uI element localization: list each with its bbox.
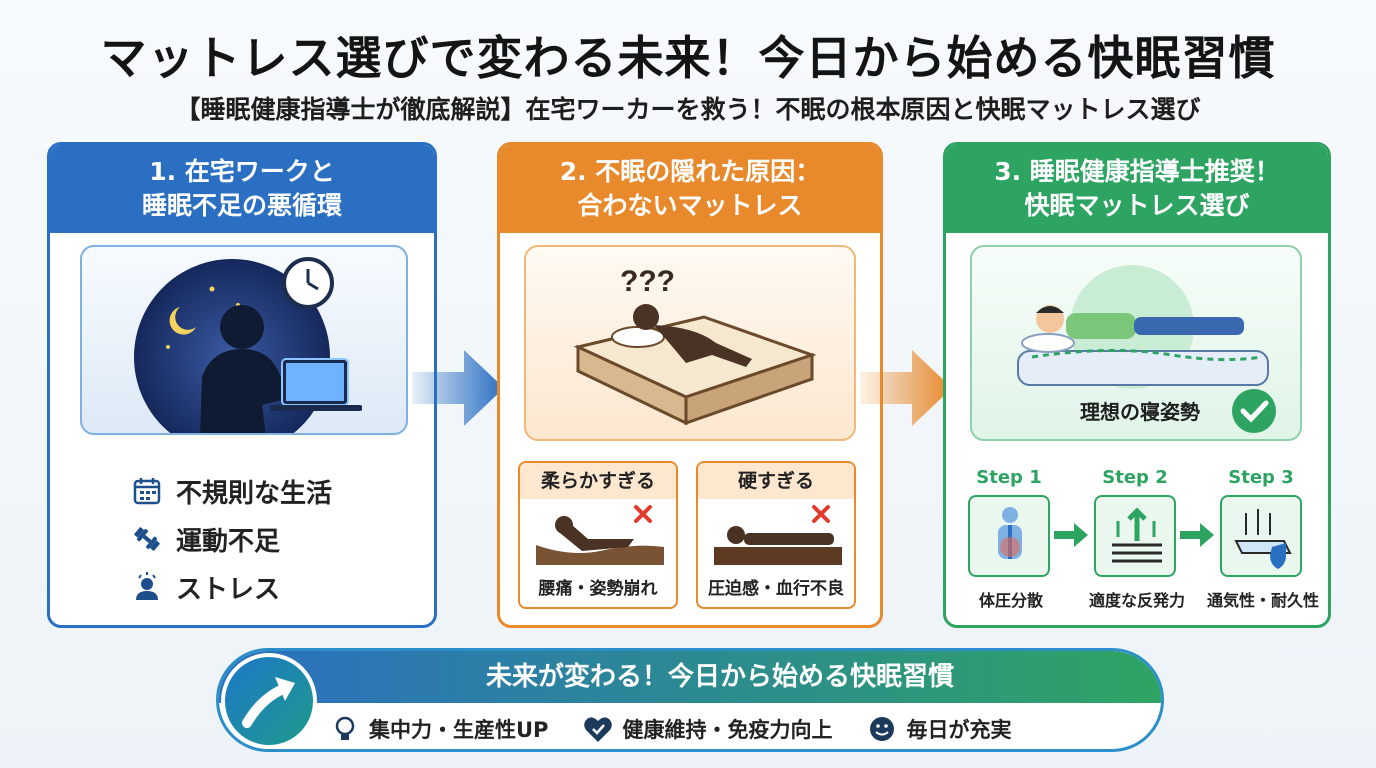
cross-icon xyxy=(634,505,652,523)
airflow-shield-icon xyxy=(1220,495,1302,577)
dumbbell-icon xyxy=(130,524,164,554)
benefit-item: 集中力・生産性UP xyxy=(329,714,548,744)
too-soft-caption: 腰痛・姿勢崩れ xyxy=(538,579,658,599)
list-item: 運動不足 xyxy=(130,515,332,563)
benefit-item: 健康維持・免疫力向上 xyxy=(582,714,832,744)
too-soft-illustration xyxy=(536,505,664,565)
panel-1-header: 1. 在宅ワークと 睡眠不足の悪循環 xyxy=(50,145,434,233)
panel-1-title-line1: 1. 在宅ワークと xyxy=(149,157,335,187)
panel-1-title-line2: 睡眠不足の悪循環 xyxy=(141,191,342,220)
pressure-distribution-icon xyxy=(968,495,1050,577)
list-item-label: 不規則な生活 xyxy=(176,478,333,509)
too-soft-title: 柔らかすぎる xyxy=(520,463,676,499)
lightbulb-icon xyxy=(335,716,355,740)
spring-icon xyxy=(1094,495,1176,577)
moon-icon xyxy=(169,307,196,335)
too-hard-caption: 圧迫感・血行不良 xyxy=(708,579,844,599)
future-banner: 未来が変わる！今日から始める快眠習慣 集中力・生産性UP 健康維持・免疫力向上 … xyxy=(216,648,1164,752)
panel-2-title-line2: 合わないマットレス xyxy=(577,191,803,220)
calendar-icon xyxy=(130,476,164,506)
page-subtitle: 【睡眠健康指導士が徹底解説】在宅ワーカーを救う！不眠の根本原因と快眠マットレス選… xyxy=(175,95,1201,124)
benefit-label: 健康維持・免疫力向上 xyxy=(622,718,833,742)
list-item-label: 運動不足 xyxy=(176,526,281,557)
benefit-label: 集中力・生産性UP xyxy=(369,718,549,742)
list-item: 不規則な生活 xyxy=(130,467,332,515)
step-3-label: Step 3 xyxy=(1228,467,1294,488)
future-banner-title: 未来が変わる！今日から始める快眠習慣 xyxy=(219,651,1161,703)
panel-3-title-line1: 3. 睡眠健康指導士推奨！ xyxy=(994,157,1280,187)
cross-icon xyxy=(812,505,830,523)
problem-list: 不規則な生活 運動不足 ストレス xyxy=(130,467,332,611)
panel-2-header: 2. 不眠の隠れた原因： 合わないマットレス xyxy=(500,145,880,233)
bad-mattress-illustration: ??? xyxy=(524,245,856,441)
panel-work-sleep-cycle: 1. 在宅ワークと 睡眠不足の悪循環 xyxy=(47,142,437,628)
step-2-caption: 適度な反発力 xyxy=(1088,591,1185,610)
list-item: ストレス xyxy=(130,563,332,611)
step-arrow-icon xyxy=(1180,523,1214,547)
step-1-label: Step 1 xyxy=(976,467,1042,488)
page-title: マットレス選びで変わる未来！今日から始める快眠習慣 xyxy=(100,31,1276,85)
ideal-posture-illustration: 理想の寝姿勢 xyxy=(970,245,1302,441)
benefit-list: 集中力・生産性UP 健康維持・免疫力向上 毎日が充実 xyxy=(329,709,1141,749)
heart-shield-icon xyxy=(584,717,613,742)
panel-3-header: 3. 睡眠健康指導士推奨！ 快眠マットレス選び xyxy=(946,145,1328,233)
list-item-label: ストレス xyxy=(176,574,281,605)
flow-arrow-1 xyxy=(412,350,504,426)
night-work-illustration xyxy=(80,245,408,435)
panel-hidden-cause: 2. 不眠の隠れた原因： 合わないマットレス ??? 柔らかすぎる 腰痛・姿勢崩… xyxy=(497,142,883,628)
ideal-posture-label: 理想の寝姿勢 xyxy=(1080,400,1200,424)
step-3-caption: 通気性・耐久性 xyxy=(1206,591,1319,610)
question-marks: ??? xyxy=(620,265,675,298)
step-2-label: Step 2 xyxy=(1102,467,1168,488)
stress-icon xyxy=(130,572,164,602)
benefit-item: 毎日が充実 xyxy=(866,714,1011,744)
too-hard-card: 硬すぎる 圧迫感・血行不良 xyxy=(696,461,856,609)
too-soft-card: 柔らかすぎる 腰痛・姿勢崩れ xyxy=(518,461,678,609)
benefit-label: 毎日が充実 xyxy=(906,718,1012,742)
smile-icon xyxy=(870,717,895,741)
step-arrow-icon xyxy=(1054,523,1088,547)
panel-3-title-line2: 快眠マットレス選び xyxy=(1024,191,1250,220)
growth-arrow-icon xyxy=(221,653,317,749)
too-hard-illustration xyxy=(714,505,842,565)
panel-2-title-line1: 2. 不眠の隠れた原因： xyxy=(559,157,821,187)
too-hard-title: 硬すぎる xyxy=(698,463,854,499)
step-1-caption: 体圧分散 xyxy=(978,591,1043,610)
panel-recommended-mattress: 3. 睡眠健康指導士推奨！ 快眠マットレス選び 理想の寝姿勢 Step 1 St… xyxy=(943,142,1331,628)
check-icon xyxy=(1232,389,1276,433)
flow-arrow-2 xyxy=(860,350,952,426)
